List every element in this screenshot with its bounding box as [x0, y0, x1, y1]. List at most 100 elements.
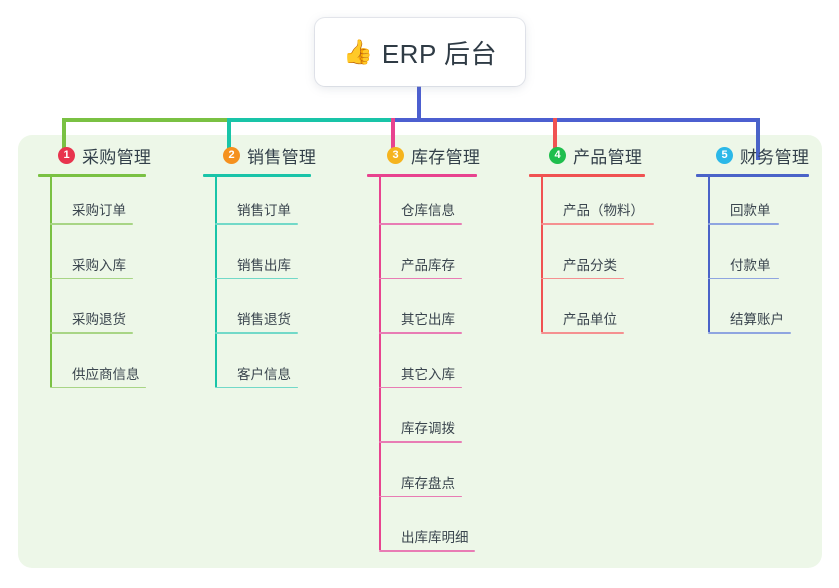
branch-number-badge: 2 [223, 146, 240, 164]
leaf-item-rule [379, 223, 462, 225]
branch-spine [50, 177, 52, 387]
leaf-item-rule [708, 332, 791, 334]
leaf-item-rule [215, 386, 298, 389]
leaf-item[interactable]: 采购入库 [50, 256, 133, 280]
leaf-item-rule [379, 550, 475, 552]
branch-number-badge: 1 [58, 146, 75, 164]
leaf-item-rule [541, 332, 624, 334]
leaf-item[interactable]: 出库库明细 [379, 528, 475, 552]
branch-spine [379, 177, 381, 550]
leaf-item-label: 出库库明细 [401, 530, 469, 545]
leaf-item[interactable]: 库存调拨 [379, 419, 462, 443]
branch-header-2[interactable]: 2 销售管理 [203, 143, 316, 167]
leaf-item[interactable]: 产品库存 [379, 256, 462, 280]
branch-header-rule [696, 174, 809, 177]
leaf-item-label: 客户信息 [237, 366, 291, 382]
branch-header-rule [203, 174, 311, 177]
connector-drop-1 [62, 118, 66, 160]
leaf-item[interactable]: 其它入库 [379, 365, 462, 389]
branch-header-rule [38, 174, 146, 177]
leaf-item-rule [379, 441, 462, 443]
leaf-item-rule [215, 277, 298, 280]
leaf-item[interactable]: 销售退货 [215, 310, 298, 334]
leaf-item[interactable]: 结算账户 [708, 310, 791, 334]
connector-drop-4 [553, 118, 557, 160]
leaf-item[interactable]: 供应商信息 [50, 365, 146, 389]
leaf-item-label: 库存调拨 [401, 421, 455, 436]
leaf-item-label: 其它出库 [401, 312, 455, 327]
leaf-item[interactable]: 其它出库 [379, 310, 462, 334]
leaf-item[interactable]: 回款单 [708, 201, 779, 225]
connector-drop-5 [756, 118, 760, 160]
leaf-item[interactable]: 付款单 [708, 256, 779, 280]
branch-header-4[interactable]: 4 产品管理 [529, 143, 645, 167]
leaf-item-rule [541, 277, 624, 280]
connector-bar-segment-4 [393, 118, 758, 122]
branch-number-badge: 5 [716, 146, 733, 164]
connector-bar-segment-1 [62, 118, 228, 122]
connector-drop-2 [227, 118, 231, 160]
leaf-item-label: 销售退货 [237, 312, 291, 327]
leaf-item-label: 采购退货 [72, 312, 126, 327]
branch-header-rule [529, 174, 645, 177]
branch-number-badge: 4 [549, 146, 566, 164]
branch-body: 回款单付款单结算账户 [696, 177, 809, 365]
leaf-item-label: 采购订单 [72, 203, 126, 218]
leaf-item-rule [379, 386, 462, 389]
leaf-item-rule [379, 332, 462, 334]
leaf-item[interactable]: 产品（物料） [541, 201, 654, 225]
leaf-item-label: 库存盘点 [401, 475, 455, 491]
branch-header-rule [367, 174, 477, 177]
branch-spine [708, 177, 710, 332]
leaf-item-label: 产品（物料） [563, 203, 644, 218]
leaf-item-rule [50, 277, 133, 280]
root-node-card[interactable]: 👍 ERP 后台 [315, 18, 525, 86]
branch-header-5[interactable]: 5 财务管理 [696, 143, 809, 167]
leaf-item-rule [379, 277, 462, 280]
branch-body: 采购订单采购入库采购退货供应商信息 [38, 177, 151, 419]
leaf-item[interactable]: 采购退货 [50, 310, 133, 334]
leaf-item-rule [708, 277, 779, 280]
leaf-item-label: 付款单 [730, 257, 771, 273]
leaf-item[interactable]: 采购订单 [50, 201, 133, 225]
branch-title: 财务管理 [740, 147, 810, 167]
branch-body: 销售订单销售出库销售退货客户信息 [203, 177, 316, 419]
leaf-item-label: 供应商信息 [72, 366, 140, 382]
leaf-item-label: 产品库存 [401, 257, 455, 273]
branch-header-1[interactable]: 1 采购管理 [38, 143, 151, 167]
leaf-item-label: 回款单 [730, 203, 771, 218]
leaf-item[interactable]: 客户信息 [215, 365, 298, 389]
leaf-item-rule [708, 223, 779, 225]
leaf-item[interactable]: 产品分类 [541, 256, 624, 280]
branch-title: 采购管理 [82, 147, 152, 167]
leaf-item[interactable]: 销售出库 [215, 256, 298, 280]
leaf-item-rule [50, 223, 133, 225]
leaf-item-rule [50, 386, 146, 389]
branch-title: 产品管理 [573, 147, 643, 167]
leaf-item[interactable]: 库存盘点 [379, 474, 462, 498]
leaf-item-label: 仓库信息 [401, 203, 455, 218]
root-stem-connector [417, 86, 421, 120]
leaf-item[interactable]: 产品单位 [541, 310, 624, 334]
root-node-title: ERP 后台 [381, 38, 498, 69]
branch-spine [541, 177, 543, 332]
branch-body: 仓库信息产品库存其它出库其它入库库存调拨库存盘点出库库明细 [367, 177, 480, 583]
leaf-item-label: 其它入库 [401, 366, 455, 382]
leaf-item-label: 产品单位 [563, 312, 617, 327]
leaf-item[interactable]: 销售订单 [215, 201, 298, 225]
branch-column-5: 5 财务管理回款单付款单结算账户 [696, 143, 809, 365]
branch-column-4: 4 产品管理产品（物料） 产品分类产品单位 [529, 143, 654, 365]
branch-column-2: 2 销售管理销售订单销售出库销售退货客户信息 [203, 143, 316, 419]
connector-bar-segment-2 [228, 118, 393, 122]
leaf-item-rule [215, 223, 298, 225]
branch-spine [215, 177, 217, 387]
connector-drop-3 [391, 118, 395, 160]
branch-column-1: 1 采购管理采购订单采购入库采购退货供应商信息 [38, 143, 151, 419]
branch-number-badge: 3 [387, 146, 404, 164]
branch-title: 销售管理 [247, 147, 317, 167]
leaf-item[interactable]: 仓库信息 [379, 201, 462, 225]
leaf-item-label: 产品分类 [563, 257, 617, 273]
